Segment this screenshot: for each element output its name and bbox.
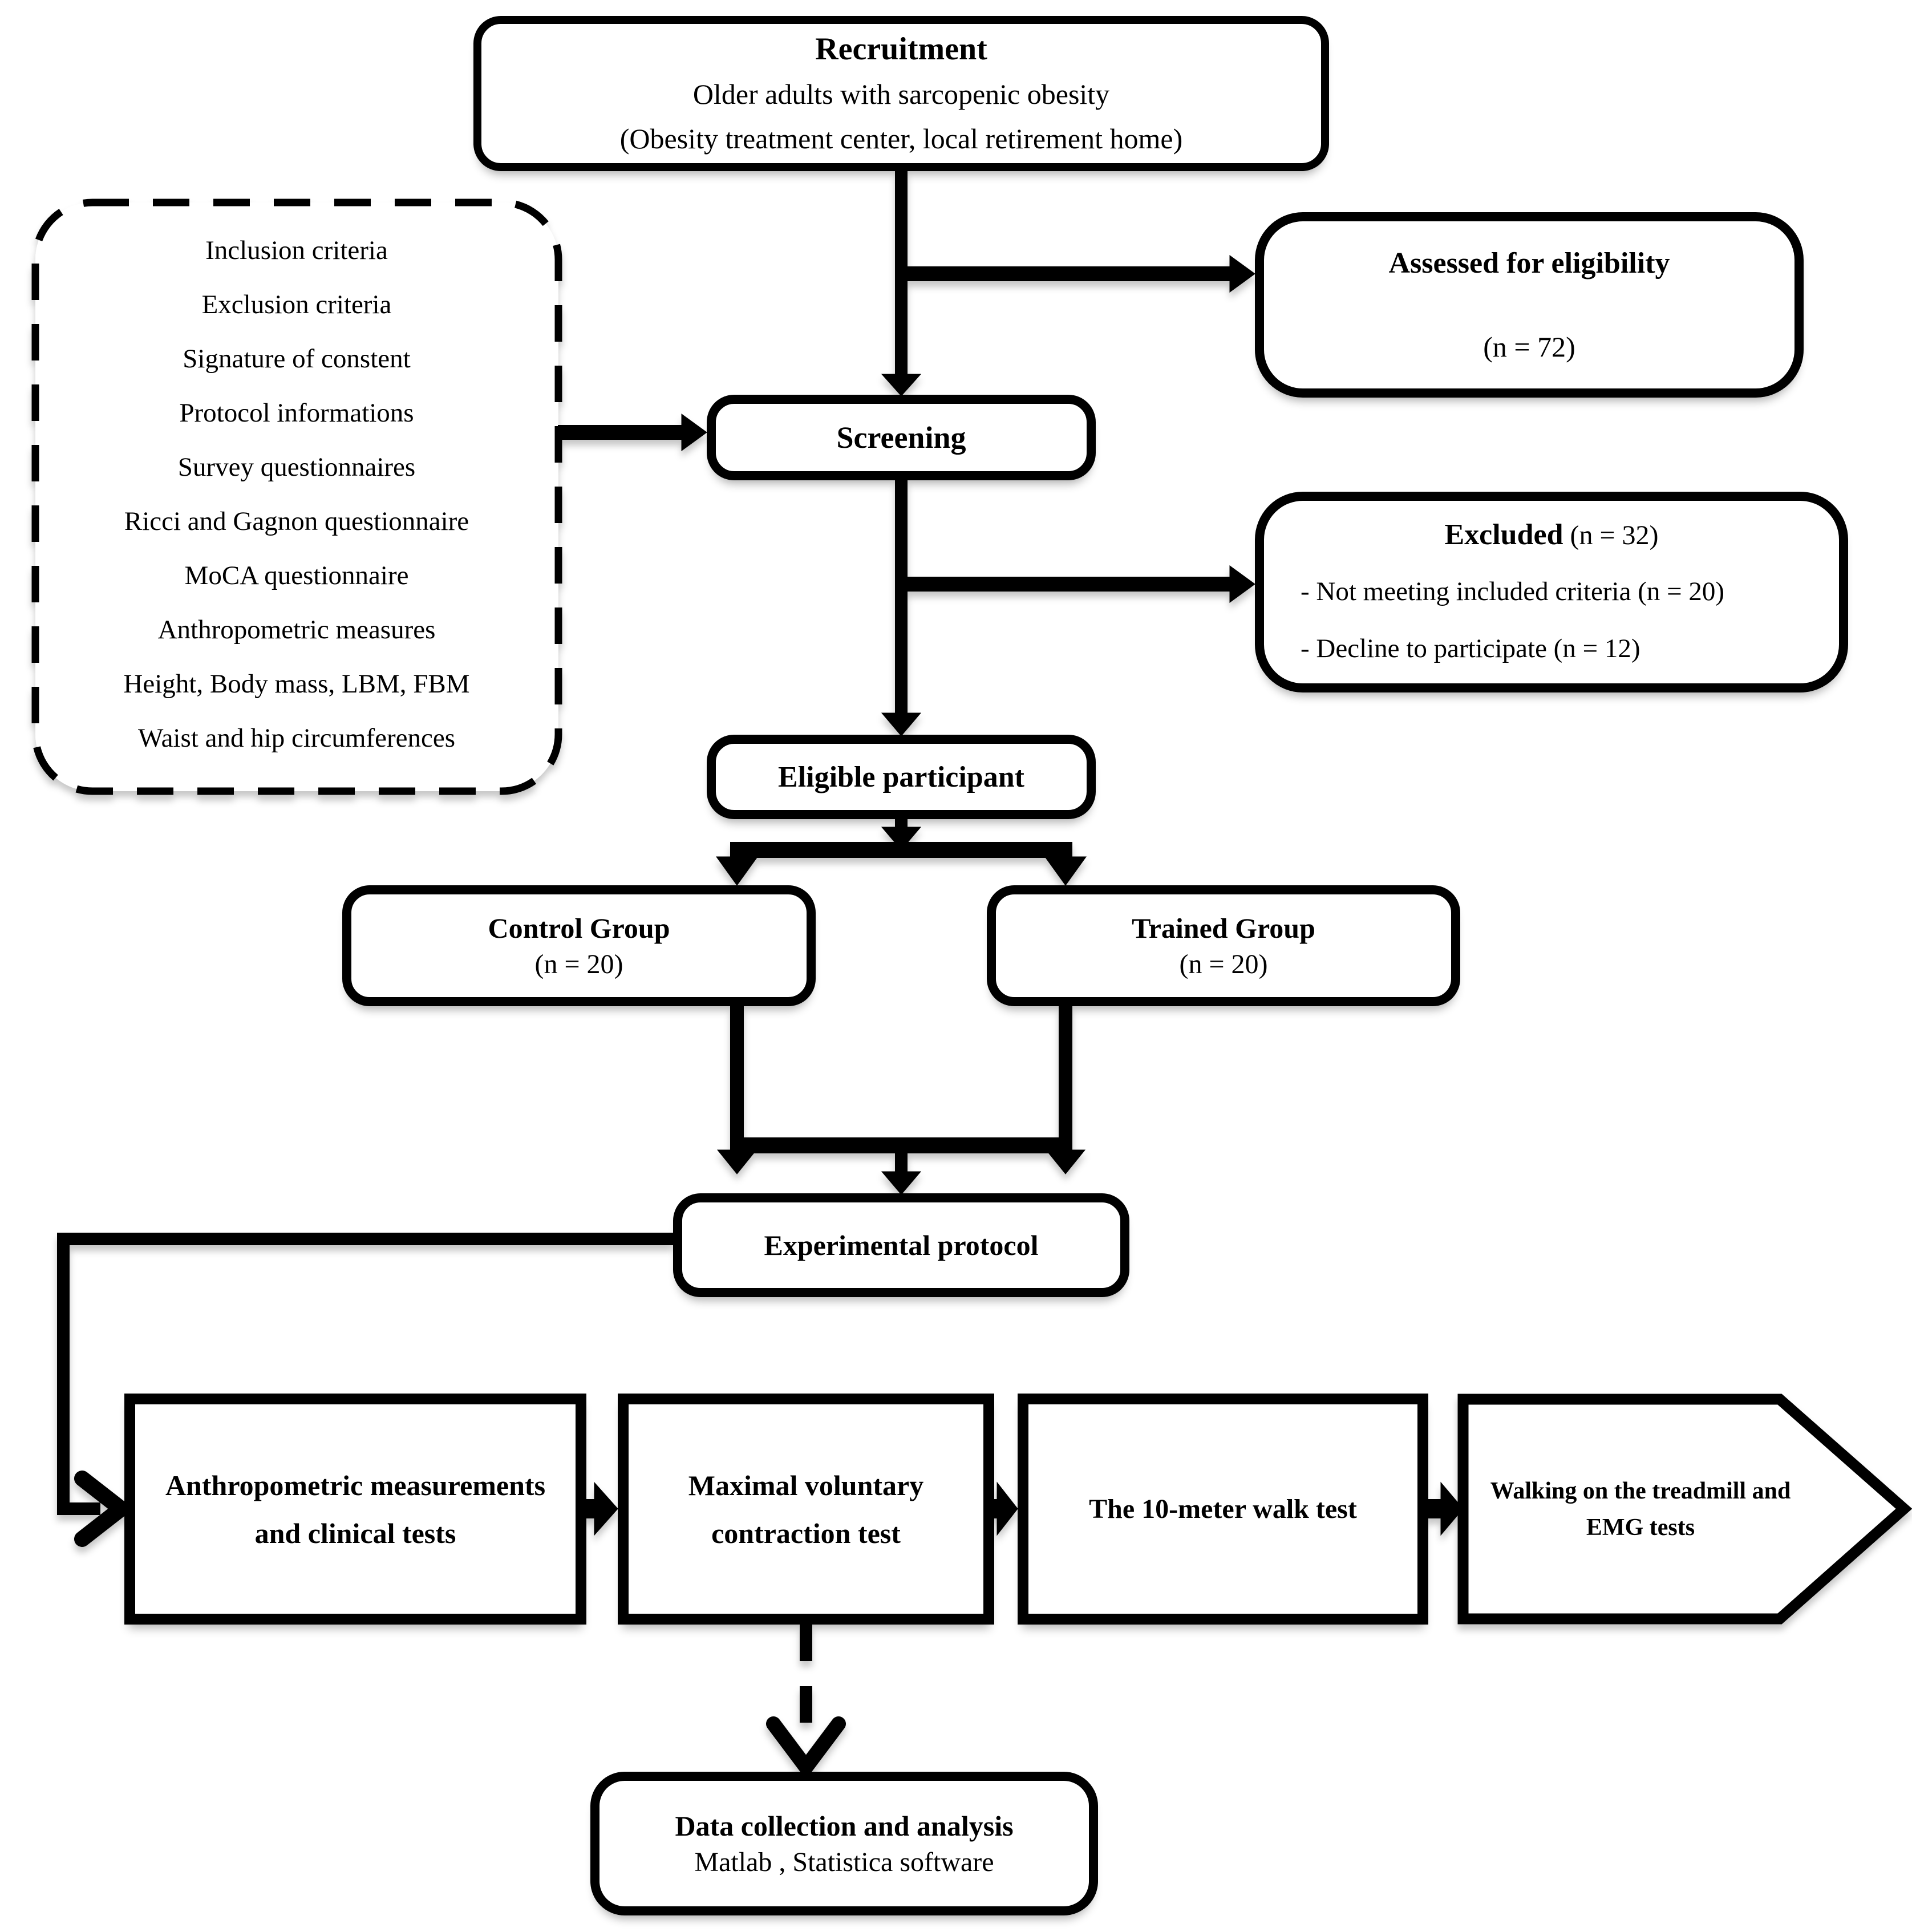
arrowhead-into-control <box>716 856 758 886</box>
recruitment-title: Recruitment <box>815 31 987 67</box>
excluded-title: Excluded <box>1444 518 1563 551</box>
arrowhead-chevron-anthropometric <box>74 1471 129 1547</box>
arrowhead-into-walk <box>996 1481 1018 1536</box>
mvc-label: Maximal voluntary contraction test <box>688 1469 924 1549</box>
criteria-item: Anthropometric measures <box>157 615 436 645</box>
arrowhead-onto-split-bar <box>881 827 922 850</box>
criteria-item: MoCA questionnaire <box>184 561 409 590</box>
walk-test-label: The 10-meter walk test <box>1089 1494 1357 1524</box>
assessed-count: (n = 72) <box>1483 331 1575 363</box>
criteria-box: Inclusion criteria Exclusion criteria Si… <box>40 224 553 771</box>
criteria-item: Height, Body mass, LBM, FBM <box>123 669 470 699</box>
excluded-box: Excluded (n = 32) - Not meeting included… <box>1255 492 1848 692</box>
criteria-item: Ricci and Gagnon questionnaire <box>124 507 469 536</box>
recruitment-box: Recruitment Older adults with sarcopenic… <box>473 16 1329 171</box>
treadmill-label: Walking on the treadmill and EMG tests <box>1490 1477 1791 1541</box>
walk-test-box: The 10-meter walk test <box>1018 1394 1428 1625</box>
arrowhead-into-treadmill <box>1440 1481 1464 1536</box>
arrowhead-into-eligible <box>881 712 922 736</box>
data-collection-subtitle: Matlab , Statistica software <box>694 1847 994 1877</box>
mvc-test-box: Maximal voluntary contraction test <box>618 1394 994 1625</box>
arrowhead-into-screening <box>881 374 922 396</box>
eligible-participant-box: Eligible participant <box>707 735 1096 819</box>
anthropometric-tests-box: Anthropometric measurements and clinical… <box>124 1394 586 1625</box>
treadmill-emg-box: Walking on the treadmill and EMG tests <box>1481 1394 1800 1625</box>
data-collection-box: Data collection and analysis Matlab , St… <box>590 1772 1098 1915</box>
criteria-item: Protocol informations <box>179 398 414 428</box>
trained-group-box: Trained Group (n = 20) <box>987 885 1460 1006</box>
arrowhead-into-excluded <box>1229 565 1255 603</box>
control-group-count: (n = 20) <box>534 949 623 979</box>
treadmill-pentagon <box>1457 1394 1912 1625</box>
connector-experimental-anthropometric <box>57 1233 673 1515</box>
control-group-title: Control Group <box>488 912 670 944</box>
assessed-eligibility-box: Assessed for eligibility (n = 72) <box>1255 212 1804 398</box>
criteria-item: Signature of constent <box>183 344 411 374</box>
excluded-reason: - Decline to participate (n = 12) <box>1301 633 1640 663</box>
criteria-dashed-border <box>31 199 562 795</box>
excluded-count: (n = 32) <box>1563 520 1659 550</box>
arrowhead-merge-left <box>716 1149 757 1174</box>
eligible-label: Eligible participant <box>778 760 1024 793</box>
criteria-item: Inclusion criteria <box>205 236 388 265</box>
excluded-title-line: Excluded (n = 32) <box>1293 508 1810 563</box>
arrowhead-into-assessed <box>1229 255 1255 293</box>
recruitment-subtitle: Older adults with sarcopenic obesity <box>692 78 1110 110</box>
arrowhead-into-experimental <box>881 1171 922 1195</box>
assessed-title: Assessed for eligibility <box>1388 247 1670 280</box>
trained-group-count: (n = 20) <box>1179 949 1268 979</box>
anthropometric-label: Anthropometric measurements and clinical… <box>165 1469 546 1549</box>
data-collection-title: Data collection and analysis <box>675 1810 1014 1842</box>
screening-label: Screening <box>836 420 966 455</box>
trained-group-title: Trained Group <box>1132 912 1315 944</box>
arrowhead-chevron-data <box>766 1716 846 1775</box>
screening-box: Screening <box>707 395 1096 480</box>
recruitment-location: (Obesity treatment center, local retirem… <box>619 123 1183 155</box>
control-group-box: Control Group (n = 20) <box>342 885 816 1006</box>
experimental-label: Experimental protocol <box>764 1229 1039 1261</box>
arrowhead-criteria-screening <box>681 414 707 451</box>
arrowhead-merge-right <box>1045 1149 1086 1174</box>
criteria-item: Survey questionnaires <box>177 452 416 482</box>
criteria-item: Exclusion criteria <box>201 290 392 319</box>
arrowhead-into-trained <box>1044 856 1087 886</box>
criteria-item: Waist and hip circumferences <box>137 723 456 753</box>
excluded-reason: - Not meeting included criteria (n = 20) <box>1301 576 1725 606</box>
experimental-protocol-box: Experimental protocol <box>673 1193 1129 1297</box>
arrowhead-into-mvc <box>594 1481 618 1536</box>
